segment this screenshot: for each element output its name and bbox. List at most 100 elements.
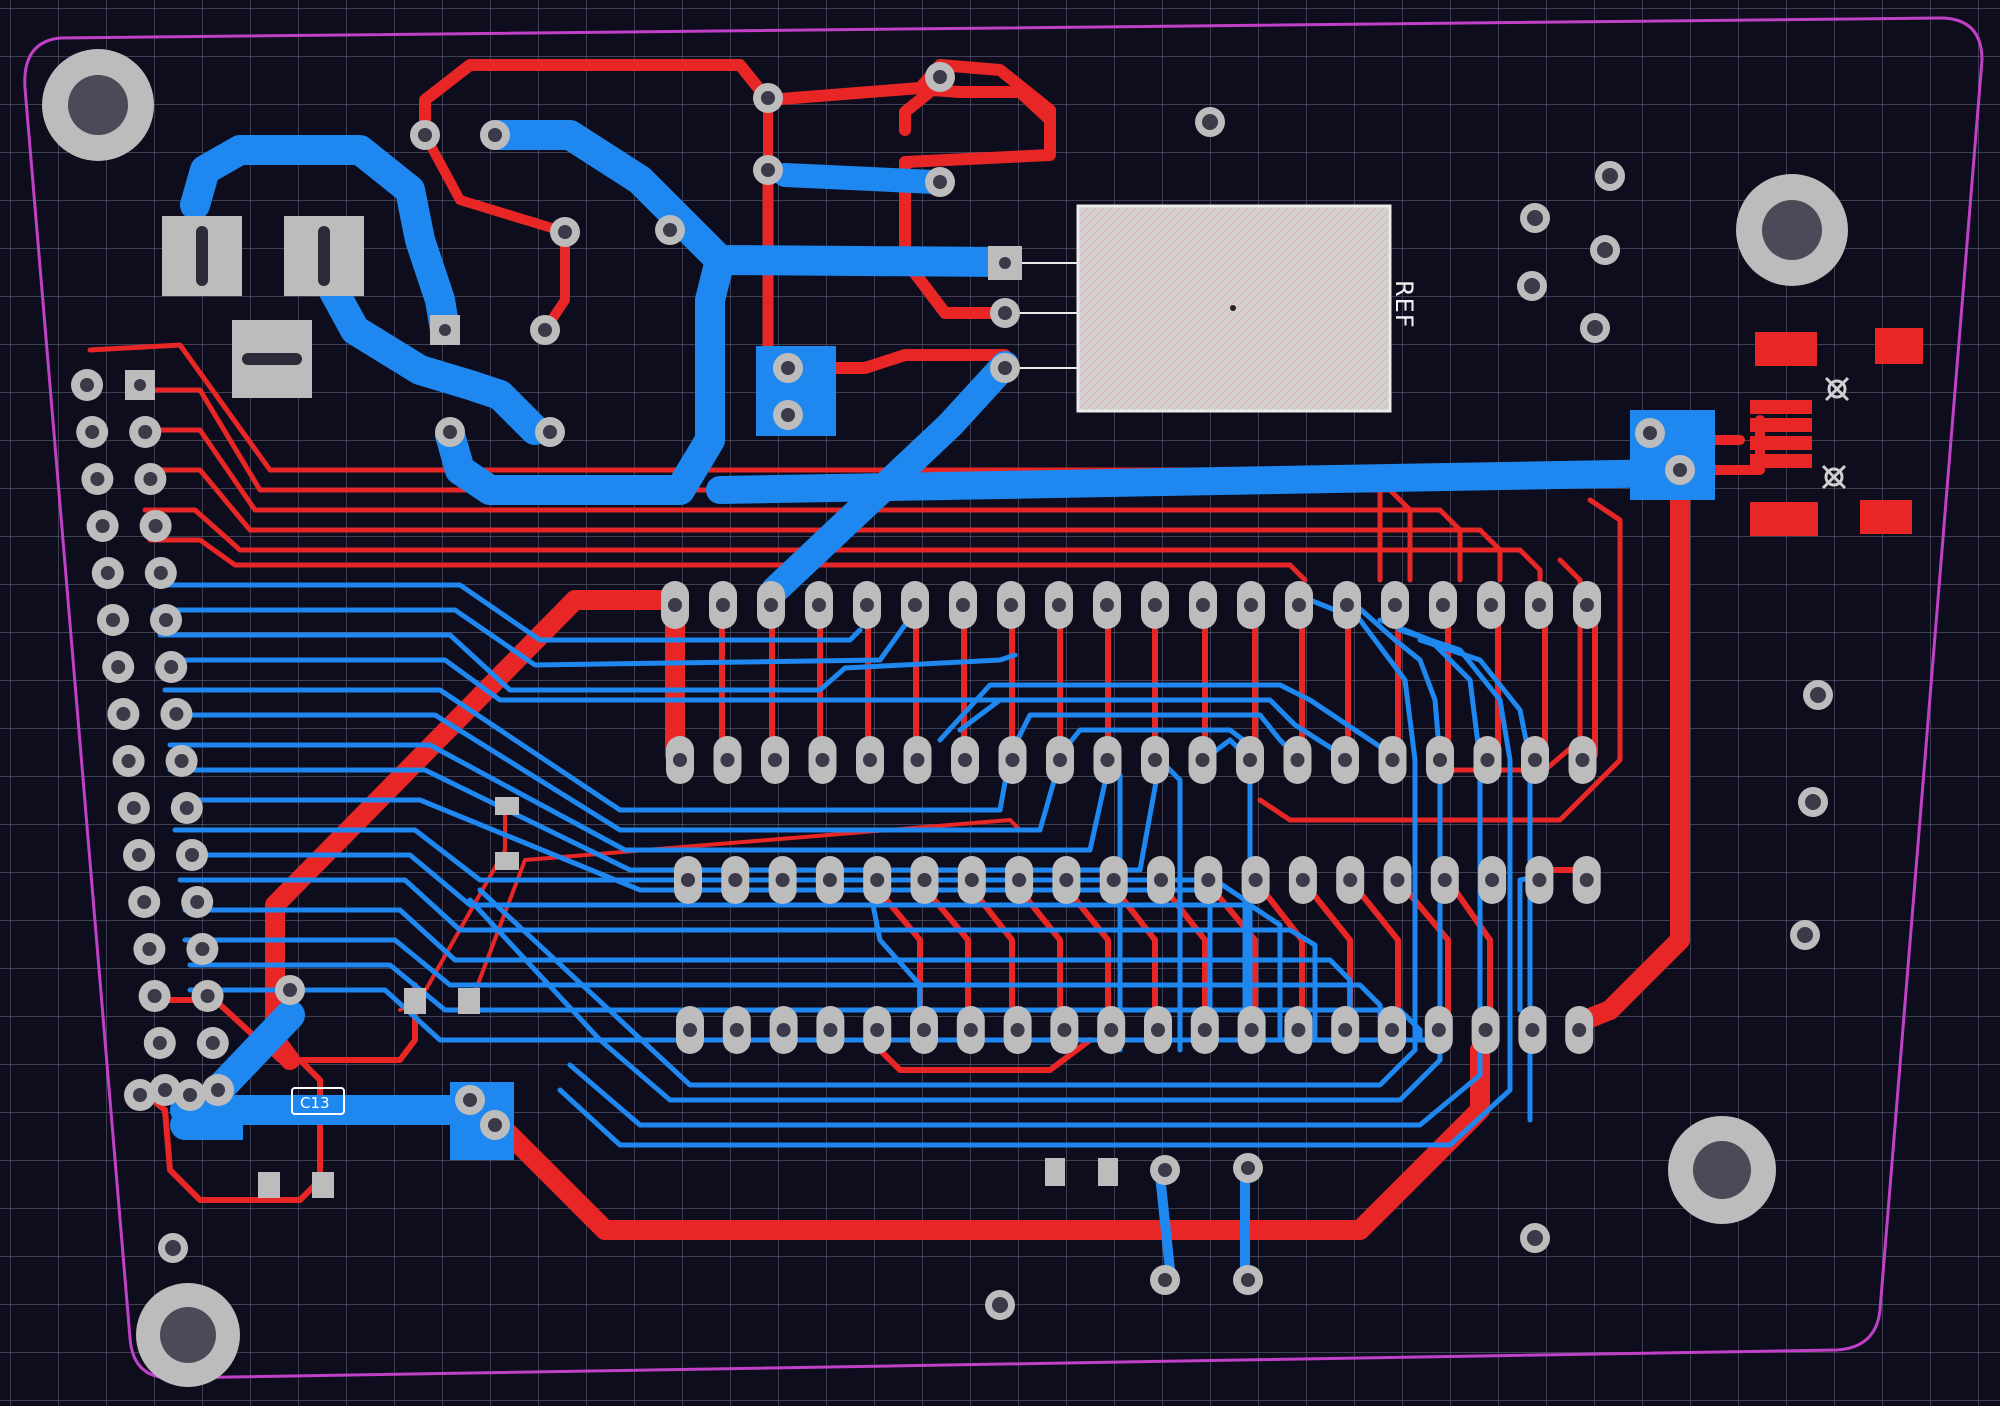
smd-pad-icon[interactable] bbox=[1098, 1158, 1118, 1186]
through-hole-pad-icon[interactable] bbox=[71, 369, 103, 401]
bottom-trace[interactable] bbox=[435, 245, 735, 505]
through-hole-pad-icon[interactable] bbox=[158, 1233, 188, 1263]
smd-pad-icon[interactable] bbox=[312, 1172, 334, 1198]
through-hole-pad-icon[interactable] bbox=[165, 745, 198, 777]
through-hole-pad-icon[interactable] bbox=[773, 353, 803, 383]
smd-pad-icon[interactable] bbox=[495, 797, 519, 815]
through-hole-pad-icon[interactable] bbox=[1477, 581, 1505, 629]
through-hole-pad-icon[interactable] bbox=[1580, 313, 1610, 343]
through-hole-pad-icon[interactable] bbox=[1429, 581, 1457, 629]
through-hole-pad-icon[interactable] bbox=[721, 856, 750, 904]
through-hole-pad-icon[interactable] bbox=[149, 1074, 181, 1106]
through-hole-pad-icon[interactable] bbox=[1383, 856, 1412, 904]
through-hole-pad-icon[interactable] bbox=[1046, 736, 1074, 784]
through-hole-pad-icon[interactable] bbox=[480, 1110, 510, 1140]
through-hole-pad-icon[interactable] bbox=[174, 1079, 206, 1111]
top-trace[interactable] bbox=[867, 1037, 1093, 1073]
through-hole-pad-icon[interactable] bbox=[773, 400, 803, 430]
through-hole-pad-icon[interactable] bbox=[1150, 1155, 1180, 1185]
through-hole-pad-icon[interactable] bbox=[661, 581, 689, 629]
through-hole-pad-icon[interactable] bbox=[535, 417, 565, 447]
through-hole-pad-icon[interactable] bbox=[170, 792, 203, 824]
through-hole-pad-icon[interactable] bbox=[1194, 856, 1223, 904]
through-hole-pad-icon[interactable] bbox=[1333, 581, 1361, 629]
through-hole-pad-icon[interactable] bbox=[951, 736, 979, 784]
through-hole-pad-icon[interactable] bbox=[1288, 856, 1317, 904]
through-hole-pad-icon[interactable] bbox=[901, 581, 929, 629]
through-hole-pad-icon[interactable] bbox=[1424, 1006, 1453, 1054]
through-hole-pad-icon[interactable] bbox=[709, 581, 737, 629]
through-hole-pad-icon[interactable] bbox=[410, 120, 440, 150]
through-hole-pad-icon[interactable] bbox=[1189, 581, 1217, 629]
board-outline[interactable] bbox=[23, 16, 1984, 1380]
through-hole-pad-icon[interactable] bbox=[1478, 856, 1507, 904]
through-hole-pad-icon[interactable] bbox=[107, 698, 140, 730]
through-hole-pad-icon[interactable] bbox=[1520, 1223, 1550, 1253]
through-hole-pad-icon[interactable] bbox=[910, 1006, 938, 1054]
bottom-trace[interactable] bbox=[310, 260, 550, 445]
through-hole-pad-icon[interactable] bbox=[1378, 736, 1407, 784]
through-hole-pad-icon[interactable] bbox=[713, 736, 742, 784]
through-hole-pad-icon[interactable] bbox=[753, 83, 783, 113]
through-hole-pad-icon[interactable] bbox=[1336, 856, 1365, 904]
through-hole-pad-icon[interactable] bbox=[769, 1006, 798, 1054]
through-hole-pad-icon[interactable] bbox=[1190, 1006, 1219, 1054]
through-hole-pad-icon[interactable] bbox=[181, 886, 214, 918]
through-hole-pad-icon[interactable] bbox=[1233, 1265, 1263, 1295]
bottom-trace[interactable] bbox=[180, 135, 460, 345]
through-hole-pad-icon[interactable] bbox=[1565, 1006, 1594, 1054]
through-hole-pad-icon[interactable] bbox=[139, 510, 172, 542]
top-trace[interactable] bbox=[899, 84, 1056, 136]
through-hole-pad-icon[interactable] bbox=[1517, 271, 1547, 301]
through-hole-pad-icon[interactable] bbox=[985, 1290, 1015, 1320]
through-hole-pad-icon[interactable] bbox=[1525, 856, 1554, 904]
through-hole-pad-icon[interactable] bbox=[1518, 1006, 1547, 1054]
through-hole-pad-icon[interactable] bbox=[957, 856, 986, 904]
through-hole-pad-icon[interactable] bbox=[925, 167, 955, 197]
through-hole-pad-icon[interactable] bbox=[97, 604, 129, 636]
through-hole-pad-icon[interactable] bbox=[150, 604, 182, 636]
bottom-trace[interactable] bbox=[1155, 1170, 1175, 1275]
through-hole-pad-icon[interactable] bbox=[990, 353, 1020, 383]
through-hole-pad-icon[interactable] bbox=[128, 886, 161, 918]
through-hole-pad-icon[interactable] bbox=[1241, 856, 1270, 904]
through-hole-pad-icon[interactable] bbox=[761, 736, 789, 784]
top-trace[interactable] bbox=[87, 342, 1383, 583]
through-hole-pad-icon[interactable] bbox=[125, 370, 155, 400]
through-hole-pad-icon[interactable] bbox=[202, 1074, 234, 1106]
smd-pad-icon[interactable] bbox=[1045, 1158, 1065, 1186]
through-hole-pad-icon[interactable] bbox=[435, 417, 465, 447]
through-hole-pad-icon[interactable] bbox=[1331, 736, 1359, 784]
through-hole-pad-icon[interactable] bbox=[124, 1079, 156, 1111]
through-hole-pad-icon[interactable] bbox=[550, 217, 580, 247]
through-hole-pad-icon[interactable] bbox=[1790, 920, 1820, 950]
through-hole-pad-icon[interactable] bbox=[1430, 856, 1459, 904]
through-hole-pad-icon[interactable] bbox=[666, 736, 694, 784]
through-hole-pad-icon[interactable] bbox=[186, 933, 219, 965]
through-hole-pad-icon[interactable] bbox=[160, 698, 193, 730]
through-hole-pad-icon[interactable] bbox=[480, 120, 510, 150]
mounting-hole-icon[interactable] bbox=[136, 1283, 240, 1387]
through-hole-pad-icon[interactable] bbox=[1237, 1006, 1266, 1054]
through-hole-pad-icon[interactable] bbox=[176, 839, 208, 871]
through-hole-pad-icon[interactable] bbox=[1147, 856, 1175, 904]
through-hole-pad-icon[interactable] bbox=[1195, 107, 1225, 137]
through-hole-pad-icon[interactable] bbox=[1283, 736, 1312, 784]
through-hole-pad-icon[interactable] bbox=[1525, 581, 1553, 629]
through-hole-pad-icon[interactable] bbox=[1590, 235, 1620, 265]
through-hole-pad-icon[interactable] bbox=[925, 62, 955, 92]
through-hole-pad-icon[interactable] bbox=[1188, 736, 1217, 784]
through-hole-pad-icon[interactable] bbox=[1144, 1006, 1172, 1054]
bottom-trace[interactable] bbox=[706, 459, 1684, 504]
through-hole-pad-icon[interactable] bbox=[956, 1006, 985, 1054]
through-hole-pad-icon[interactable] bbox=[1052, 856, 1081, 904]
through-hole-pad-icon[interactable] bbox=[530, 315, 560, 345]
through-hole-pad-icon[interactable] bbox=[990, 298, 1020, 328]
through-hole-pad-icon[interactable] bbox=[133, 933, 166, 965]
bottom-trace[interactable] bbox=[773, 163, 947, 194]
through-hole-pad-icon[interactable] bbox=[191, 980, 224, 1012]
through-hole-pad-icon[interactable] bbox=[949, 581, 977, 629]
through-hole-pad-icon[interactable] bbox=[143, 1027, 176, 1059]
through-hole-pad-icon[interactable] bbox=[757, 581, 785, 629]
